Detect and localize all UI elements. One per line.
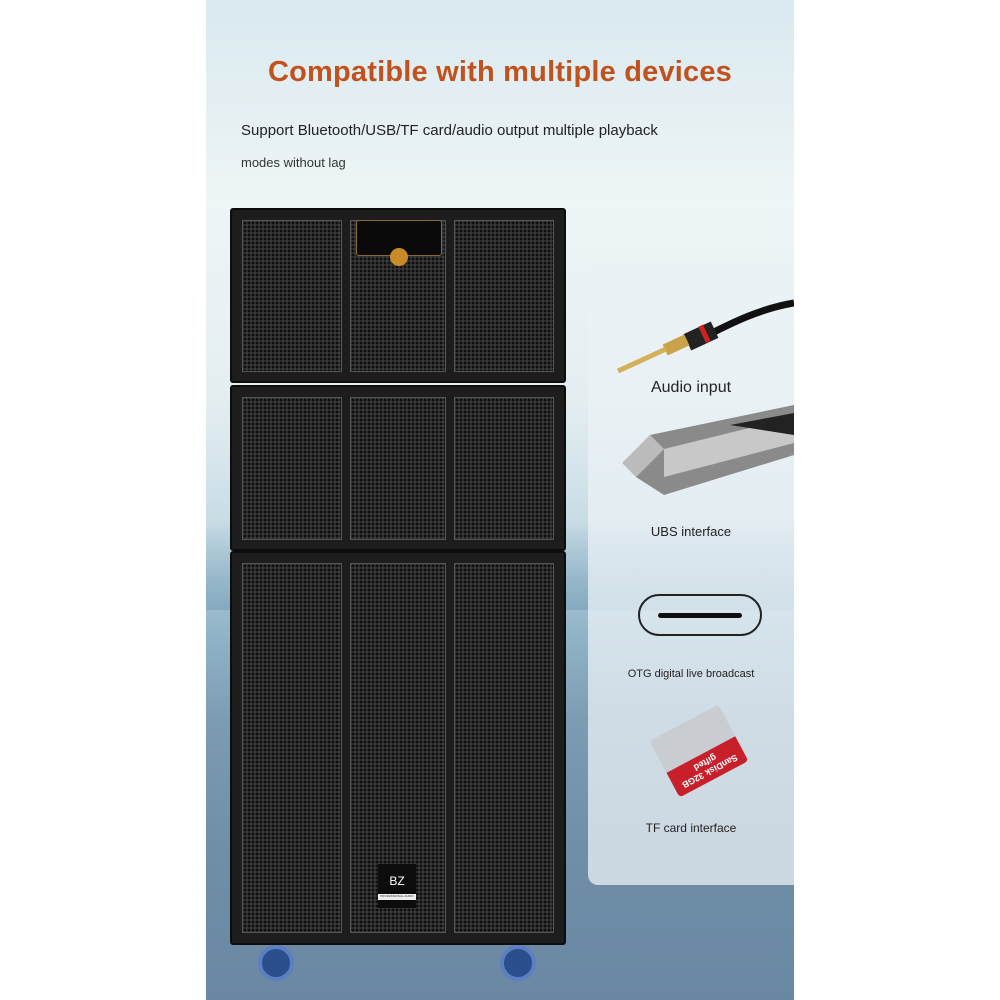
logo-badge [390,248,408,266]
interface-label: TF card interface [645,821,737,835]
usb-drive-icon [622,405,794,495]
speaker-bottom-cabinet: BZ PROFESSIONAL AUDIO [230,551,566,945]
grille [454,563,554,933]
subtitle: Support Bluetooth/USB/TF card/audio outp… [241,122,658,139]
grille [242,397,342,540]
grille [350,397,446,540]
speaker-middle-cabinet [230,385,566,551]
speaker-top-cabinet [230,208,566,383]
interface-label: OTG digital live broadcast [627,668,755,680]
brand-logo: BZ PROFESSIONAL AUDIO [378,864,416,908]
grille [242,220,342,372]
grille [454,397,554,540]
sd-card-icon: SanDisk 32GB gifted [649,704,749,798]
subtitle-continued: modes without lag [241,155,346,170]
page-title: Compatible with multiple devices [267,56,733,88]
wheel-right [500,945,536,981]
audio-jack-icon [616,299,794,374]
interfaces-panel: Audio input UBS interface OTG digital li… [588,265,794,885]
interface-label: Audio input [650,379,732,396]
brand-name: BZ [389,874,405,888]
grille [454,220,554,372]
wheel-left [258,945,294,981]
brand-subtitle: PROFESSIONAL AUDIO [378,894,416,900]
grille [242,563,342,933]
interface-label: UBS interface [650,524,732,539]
usb-c-port-icon [638,594,762,636]
product-image: Compatible with multiple devices Support… [206,0,794,1000]
